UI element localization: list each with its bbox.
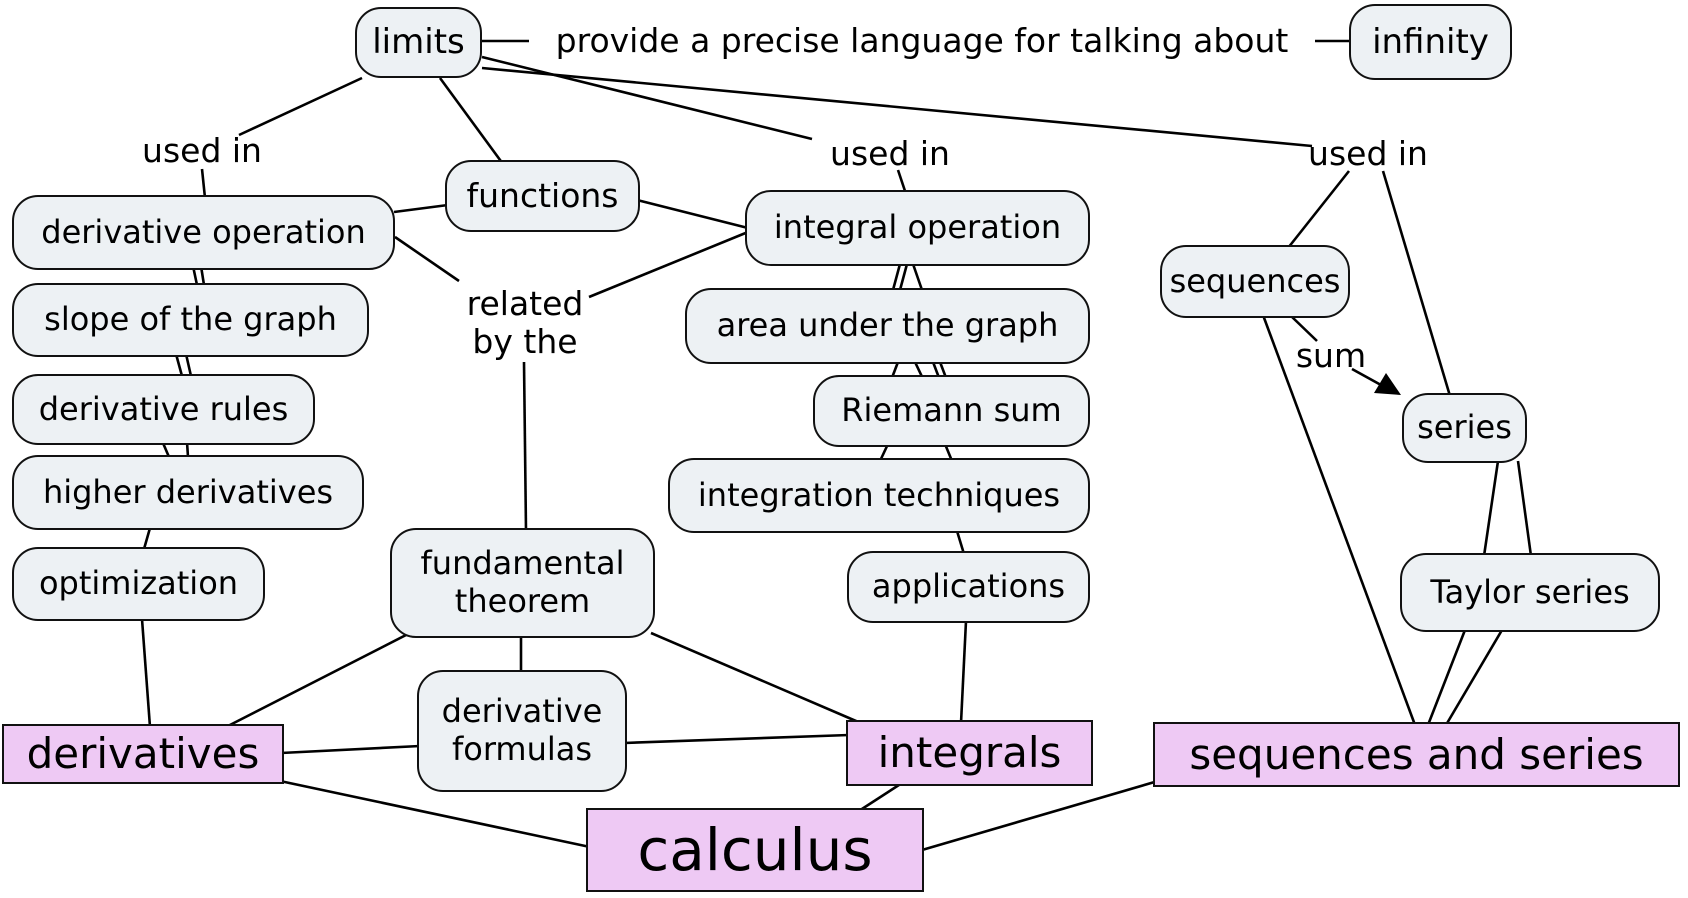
node-derivative-rules[interactable]: derivative rules: [12, 374, 315, 445]
node-riemann-sum[interactable]: Riemann sum: [813, 375, 1090, 447]
edge-derivative-operation-to-functions: [393, 203, 449, 214]
node-derivative-formulas[interactable]: derivative formulas: [417, 670, 627, 792]
edge-fundamental-theorem-to-integrals: [650, 631, 864, 726]
node-area-under-the-graph[interactable]: area under the graph: [685, 288, 1090, 364]
link-label-used-in-left[interactable]: used in: [142, 131, 262, 171]
node-sequences[interactable]: sequences: [1160, 245, 1350, 318]
edge-sum-to-series: [1351, 367, 1382, 387]
node-derivative-operation[interactable]: derivative operation: [12, 195, 395, 270]
edge-sequences-and-series-to-calculus: [921, 779, 1159, 852]
edge-fundamental-theorem-to-derivatives: [225, 632, 409, 729]
gap-stroke-7: [140, 618, 152, 728]
node-infinity[interactable]: infinity: [1349, 4, 1512, 80]
edge-derivatives-to-derivative-formulas: [280, 744, 421, 755]
link-label-used-in-right[interactable]: used in: [1308, 134, 1428, 174]
edge-limits-to-used-in-middle: [481, 55, 813, 141]
node-series[interactable]: series: [1402, 393, 1527, 463]
node-higher-derivatives[interactable]: higher derivatives: [12, 455, 364, 530]
edge-derivative-formulas-to-integrals: [623, 733, 850, 745]
link-label-sum[interactable]: sum: [1295, 336, 1367, 376]
edge-taylor-series-to-sequences-and-series: [1426, 629, 1467, 726]
node-optimization[interactable]: optimization: [12, 547, 265, 621]
edge-functions-to-integral-operation: [636, 198, 749, 230]
node-integration-techniques[interactable]: integration techniques: [668, 458, 1090, 533]
gap-stroke-18: [959, 620, 968, 724]
link-label-used-in-middle[interactable]: used in: [830, 134, 950, 174]
edge-used-in-left-to-derivative-operation: [200, 168, 207, 199]
edge-used-in-right-to-sequences: [1286, 170, 1351, 249]
node-fundamental-theorem[interactable]: fundamental theorem: [390, 528, 655, 638]
edge-limits-to-used-in-left: [238, 76, 363, 137]
gap-stroke-10: [911, 263, 924, 291]
edge-used-in-right-to-series: [1381, 170, 1452, 397]
edge-taylor-series-to-sequences-and-series: [1444, 629, 1504, 726]
node-integrals[interactable]: integrals: [846, 720, 1093, 786]
edge-related-by-the-to-fundamental-theorem: [522, 361, 528, 532]
node-taylor-series[interactable]: Taylor series: [1400, 553, 1660, 632]
node-slope-of-the-graph[interactable]: slope of the graph: [12, 283, 369, 357]
edge-series-to-taylor-series: [1482, 460, 1500, 557]
link-label-related-by-the[interactable]: related by the: [466, 284, 584, 361]
gap-stroke-3: [184, 353, 193, 377]
gap-stroke-17: [955, 530, 966, 555]
gap-stroke-2: [174, 353, 184, 377]
edge-limits-to-functions: [438, 77, 505, 165]
edge-sequences-to-sequences-and-series: [1261, 314, 1417, 726]
link-label-provide-phrase[interactable]: provide a precise language for talking a…: [555, 21, 1289, 61]
gap-stroke-8: [891, 263, 902, 291]
node-functions[interactable]: functions: [445, 160, 640, 232]
edge-sequences-to-sum: [1290, 315, 1318, 342]
edge-derivative-operation-to-related-by-the: [394, 235, 460, 283]
node-limits[interactable]: limits: [355, 7, 482, 78]
edge-derivatives-to-calculus: [279, 779, 591, 849]
gap-stroke-4: [161, 442, 171, 458]
node-sequences-and-series[interactable]: sequences and series: [1153, 722, 1680, 787]
gap-stroke-6: [142, 527, 152, 550]
edge-integral-operation-to-related-by-the: [588, 230, 749, 299]
sum-to-series-arrowhead-icon: [1374, 373, 1401, 395]
node-derivatives[interactable]: derivatives: [2, 724, 284, 784]
node-calculus[interactable]: calculus: [586, 808, 924, 892]
node-applications[interactable]: applications: [847, 551, 1090, 623]
edge-limits-to-used-in-right: [481, 66, 1313, 148]
node-integral-operation[interactable]: integral operation: [745, 190, 1090, 266]
gap-stroke-9: [898, 263, 909, 291]
edge-series-to-taylor-series: [1516, 460, 1533, 557]
